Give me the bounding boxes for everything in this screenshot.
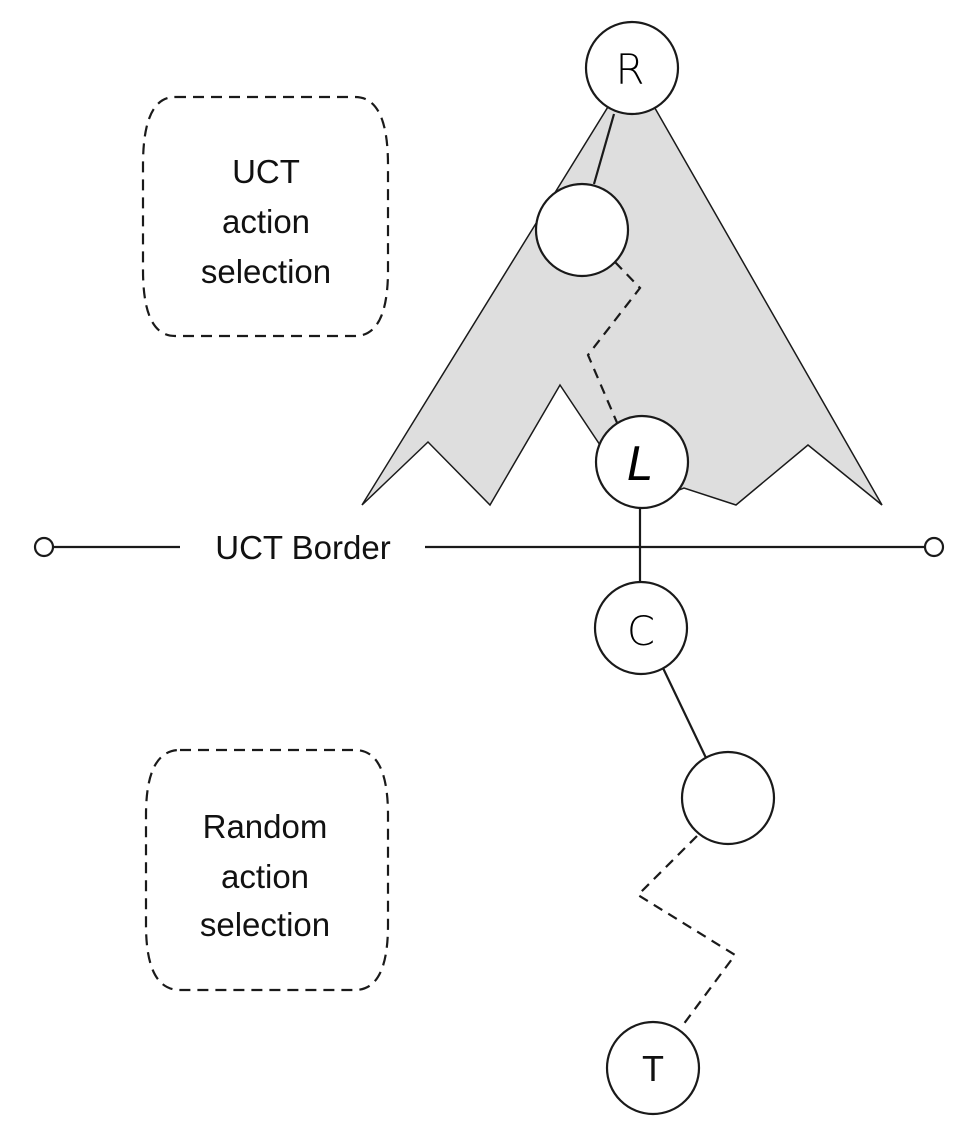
edge-node-to-terminal-dashed (636, 835, 737, 1026)
random-selection-box (144, 748, 390, 992)
node-leaf-circle (594, 414, 690, 510)
node-root-label: R (615, 45, 644, 94)
node-terminal-circle (605, 1020, 701, 1116)
random-box-line-1: Random (203, 808, 328, 845)
random-box-line-2: action (221, 858, 309, 895)
node-root-circle (584, 20, 680, 116)
node-intermediate-2 (680, 750, 776, 846)
node-intermediate-1 (534, 182, 630, 278)
random-box-line-3: selection (200, 906, 330, 943)
uct-selection-box (141, 95, 390, 338)
node-terminal-label: T (642, 1048, 664, 1089)
uct-box-line-2: action (222, 203, 310, 240)
uct-border-label: UCT Border (215, 529, 390, 566)
edge-node-to-leaf-dashed (586, 261, 642, 426)
node-child: C (593, 580, 689, 676)
edge-child-to-node (662, 667, 708, 761)
uct-box-line-1: UCT (232, 153, 300, 190)
node-root: R (584, 20, 680, 116)
node-leaf: L (594, 414, 690, 510)
edge-root-to-node (592, 113, 616, 185)
node-leaf-label: L (627, 437, 653, 491)
node-child-label: C (627, 609, 655, 655)
node-child-circle (593, 580, 689, 676)
node-intermediate-1-circle (534, 182, 630, 278)
uct-border-left-endpoint (33, 536, 55, 558)
uct-box-line-3: selection (201, 253, 331, 290)
node-terminal: T (605, 1020, 701, 1116)
uct-border-right-endpoint (923, 536, 945, 558)
node-intermediate-2-circle (680, 750, 776, 846)
